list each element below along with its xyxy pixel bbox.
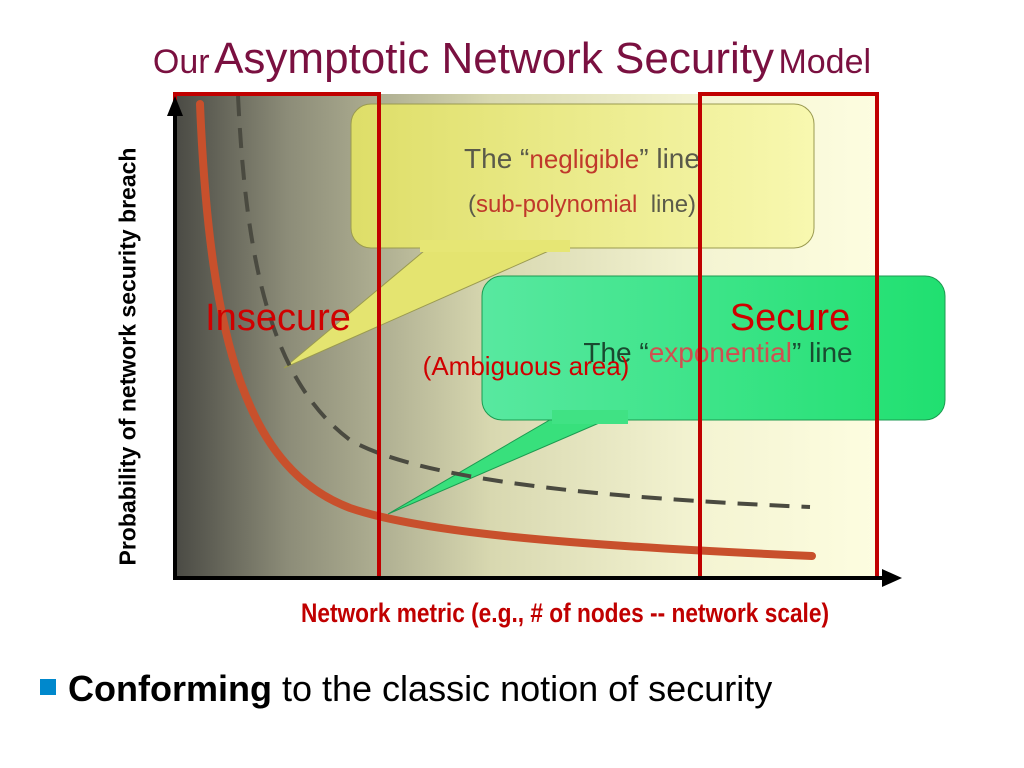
svg-text:The “negligible” line: The “negligible” line xyxy=(464,143,700,174)
slide-title: Our Asymptotic Network Security Model xyxy=(0,34,1024,84)
x-axis-arrow xyxy=(882,569,902,587)
exponential-pre: The “ xyxy=(583,337,648,368)
y-axis-label: Probability of network security breach xyxy=(114,147,141,566)
secure-label: Secure xyxy=(730,297,850,339)
negligible-pre: The “ xyxy=(464,143,529,174)
negligible-post: ” line xyxy=(639,143,700,174)
title-prefix: Our xyxy=(152,43,210,81)
exponential-emph: exponential xyxy=(649,337,792,368)
bullet-point: Conforming to the classic notion of secu… xyxy=(40,668,772,710)
axes xyxy=(167,96,902,587)
subpoly-post: line) xyxy=(637,191,696,218)
subpoly-pre: ( xyxy=(468,191,476,218)
bullet-bold: Conforming xyxy=(68,668,272,709)
title-main: Asymptotic Network Security xyxy=(214,34,774,83)
square-bullet-icon xyxy=(40,679,56,695)
exponential-post: ” line xyxy=(792,337,853,368)
title-suffix: Model xyxy=(778,43,872,81)
bullet-text: to the classic notion of security xyxy=(271,668,773,709)
x-axis-label: Network metric (e.g., # of nodes -- netw… xyxy=(300,598,830,628)
negligible-curve xyxy=(236,95,811,509)
ambiguous-label: (Ambiguous area) xyxy=(423,351,630,381)
subpoly-emph: sub-polynomial xyxy=(476,191,637,218)
svg-text:The “exponential” line: The “exponential” line xyxy=(583,337,852,368)
negligible-emph: negligible xyxy=(529,144,639,174)
y-axis-arrow xyxy=(167,96,183,116)
svg-text:(sub-polynomial line): (sub-polynomial line) xyxy=(468,191,696,218)
exponential-curve xyxy=(196,100,816,560)
exponential-callout-box xyxy=(481,275,946,421)
negligible-callout-box xyxy=(350,103,815,249)
exponential-callout: The “exponential” line xyxy=(387,275,946,515)
insecure-label: Insecure xyxy=(205,297,351,339)
